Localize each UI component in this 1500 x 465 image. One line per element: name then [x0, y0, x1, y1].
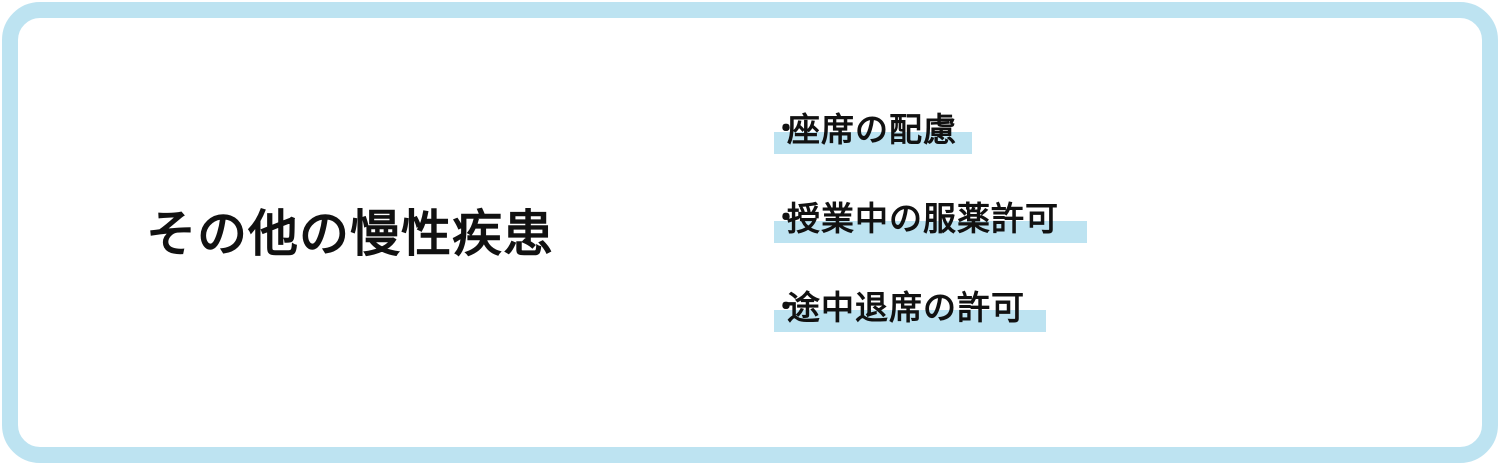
- bullet-icon: ・: [771, 201, 801, 236]
- text-highlight: [774, 132, 972, 154]
- bullet-icon: ・: [771, 290, 801, 325]
- card-title: その他の慢性疾患: [146, 205, 554, 263]
- text-highlight: [774, 310, 1046, 332]
- list-item-medication: ・授業中の服薬許可: [771, 199, 1087, 243]
- list-item-leave: ・途中退席の許可: [771, 288, 1046, 332]
- text-highlight: [774, 221, 1087, 243]
- list-item-label: 授業中の服薬許可: [787, 199, 1059, 238]
- list-item-label: 座席の配慮: [787, 110, 957, 149]
- bullet-icon: ・: [771, 112, 801, 147]
- list-item-seating: ・座席の配慮: [771, 110, 972, 154]
- list-item-label: 途中退席の許可: [787, 288, 1025, 327]
